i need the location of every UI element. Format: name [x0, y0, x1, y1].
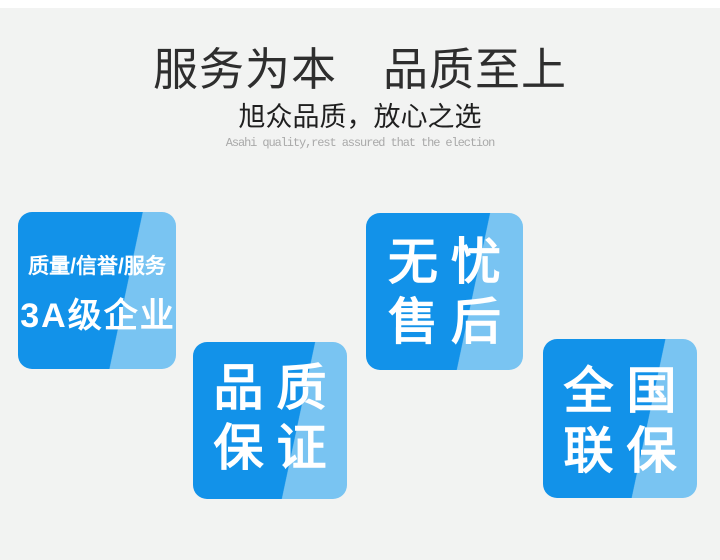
- badge-line: 品质: [213, 360, 340, 416]
- badge-line: 售后: [388, 294, 514, 350]
- badge-3a-enterprise: 质量/信誉/服务 3A级企业: [18, 212, 176, 369]
- badge-text-block: 无忧 售后: [366, 213, 523, 352]
- badge-nationwide-warranty: 全国 联保: [543, 339, 697, 498]
- badge-worry-free-after-sale: 无忧 售后: [366, 213, 523, 370]
- main-title: 服务为本 品质至上: [152, 44, 567, 95]
- badge-line: 保证: [213, 420, 340, 476]
- badge-line: 无忧: [388, 234, 514, 290]
- badge-quality-guarantee: 品质 保证: [193, 342, 347, 499]
- badge-line: 3A级企业: [20, 297, 176, 335]
- badge-text-block: 品质 保证: [193, 342, 347, 478]
- top-strip: [0, 0, 720, 8]
- subtitle-english: Asahi quality,rest assured that the elec…: [225, 136, 496, 150]
- badge-text-block: 全国 联保: [543, 339, 697, 481]
- badge-line: 联保: [563, 423, 690, 479]
- badge-line: 质量/信誉/服务: [28, 255, 166, 278]
- subtitle: 旭众品质，放心之选: [238, 102, 482, 132]
- badge-line: 全国: [563, 363, 690, 419]
